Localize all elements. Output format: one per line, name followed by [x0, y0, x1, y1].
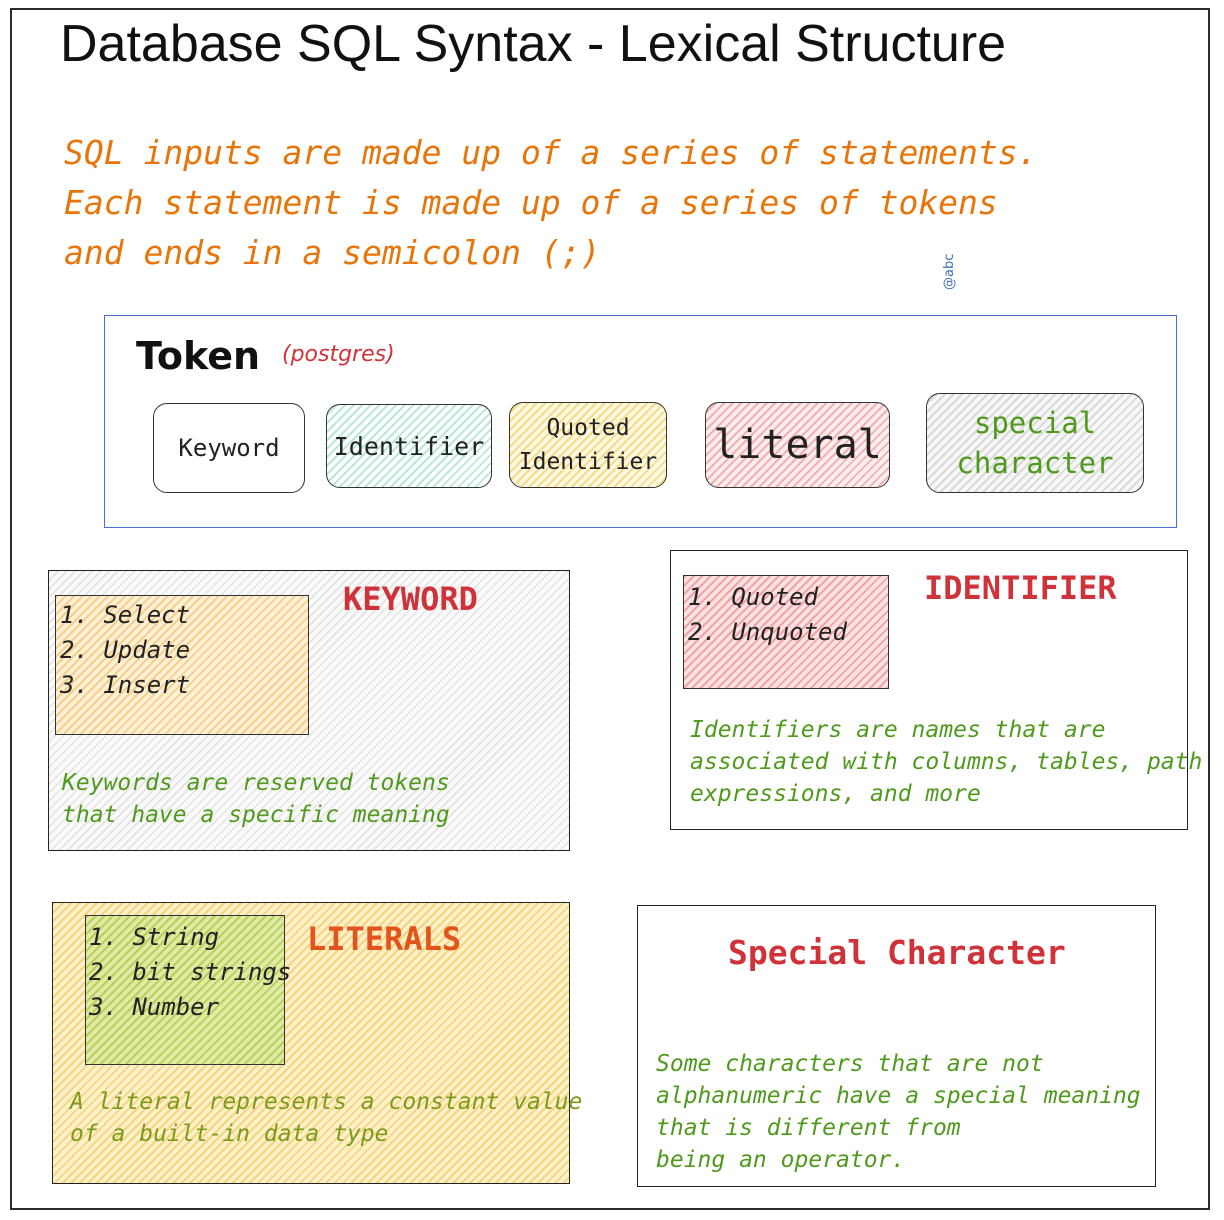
description-line: expressions, and more: [690, 781, 981, 807]
description-line: of a built-in data type: [70, 1121, 389, 1147]
identifier-list: 1. Quoted 2. Unquoted: [688, 580, 847, 650]
keyword-description: Keywords are reserved tokens that have a…: [62, 767, 450, 831]
description-line: that have a specific meaning: [62, 802, 450, 828]
token-identifier: Identifier: [326, 404, 492, 488]
description-line: Some characters that are not: [656, 1051, 1044, 1077]
intro-text: SQL inputs are made up of a series of st…: [64, 128, 1164, 278]
list-item: 3. Insert: [60, 671, 191, 699]
intro-line: SQL inputs are made up of a series of st…: [64, 133, 1038, 172]
literals-list: 1. String 2. bit strings 3. Number: [89, 920, 291, 1025]
token-literal: literal: [705, 402, 890, 488]
list-item: 1. Select: [60, 601, 191, 629]
token-identifier-label: Identifier: [333, 431, 485, 461]
keyword-heading: KEYWORD: [343, 580, 478, 618]
token-title: Token: [136, 334, 261, 378]
token-special-character: special character: [926, 393, 1144, 493]
description-line: A literal represents a constant value: [70, 1089, 583, 1115]
description-line: being an operator.: [656, 1147, 906, 1173]
special-character-description: Some characters that are not alphanumeri…: [656, 1048, 1141, 1176]
token-literal-label: literal: [713, 422, 882, 468]
canvas-frame: [10, 8, 1210, 1210]
description-line: that is different from: [656, 1115, 961, 1141]
keyword-list: 1. Select 2. Update 3. Insert: [60, 598, 190, 703]
description-line: Identifiers are names that are: [690, 717, 1106, 743]
identifier-list-box: [683, 575, 889, 689]
keyword-list-box: [55, 595, 309, 735]
identifier-description: Identifiers are names that are associate…: [690, 714, 1202, 810]
description-line: associated with columns, tables, path: [690, 749, 1203, 775]
token-special-character-label: special character: [956, 406, 1114, 480]
list-item: 3. Number: [89, 993, 220, 1021]
list-item: 1. Quoted: [688, 583, 819, 611]
literals-description: A literal represents a constant value of…: [70, 1086, 582, 1150]
page-title: Database SQL Syntax - Lexical Structure: [60, 15, 1007, 73]
list-item: 2. Update: [60, 636, 191, 664]
intro-line: Each statement is made up of a series of…: [64, 183, 998, 222]
list-item: 2. Unquoted: [688, 618, 847, 646]
literals-heading: LITERALS: [307, 920, 462, 958]
token-keyword: Keyword: [153, 403, 305, 493]
token-box: [104, 315, 1177, 528]
special-character-panel: [637, 905, 1156, 1187]
list-item: 1. String: [89, 923, 220, 951]
token-quoted-identifier-label: Quoted Identifier: [518, 415, 658, 475]
watermark: @abc: [942, 253, 957, 290]
description-line: alphanumeric have a special meaning: [656, 1083, 1141, 1109]
token-quoted-identifier: Quoted Identifier: [509, 402, 667, 488]
literals-list-box: [85, 915, 285, 1065]
special-character-heading: Special Character: [728, 933, 1066, 972]
token-keyword-label: Keyword: [178, 434, 280, 462]
token-subtitle: (postgres): [282, 342, 395, 367]
list-item: 2. bit strings: [89, 958, 292, 986]
description-line: Keywords are reserved tokens: [62, 770, 450, 796]
identifier-heading: IDENTIFIER: [924, 569, 1117, 607]
intro-line: and ends in a semicolon (;): [64, 233, 601, 272]
